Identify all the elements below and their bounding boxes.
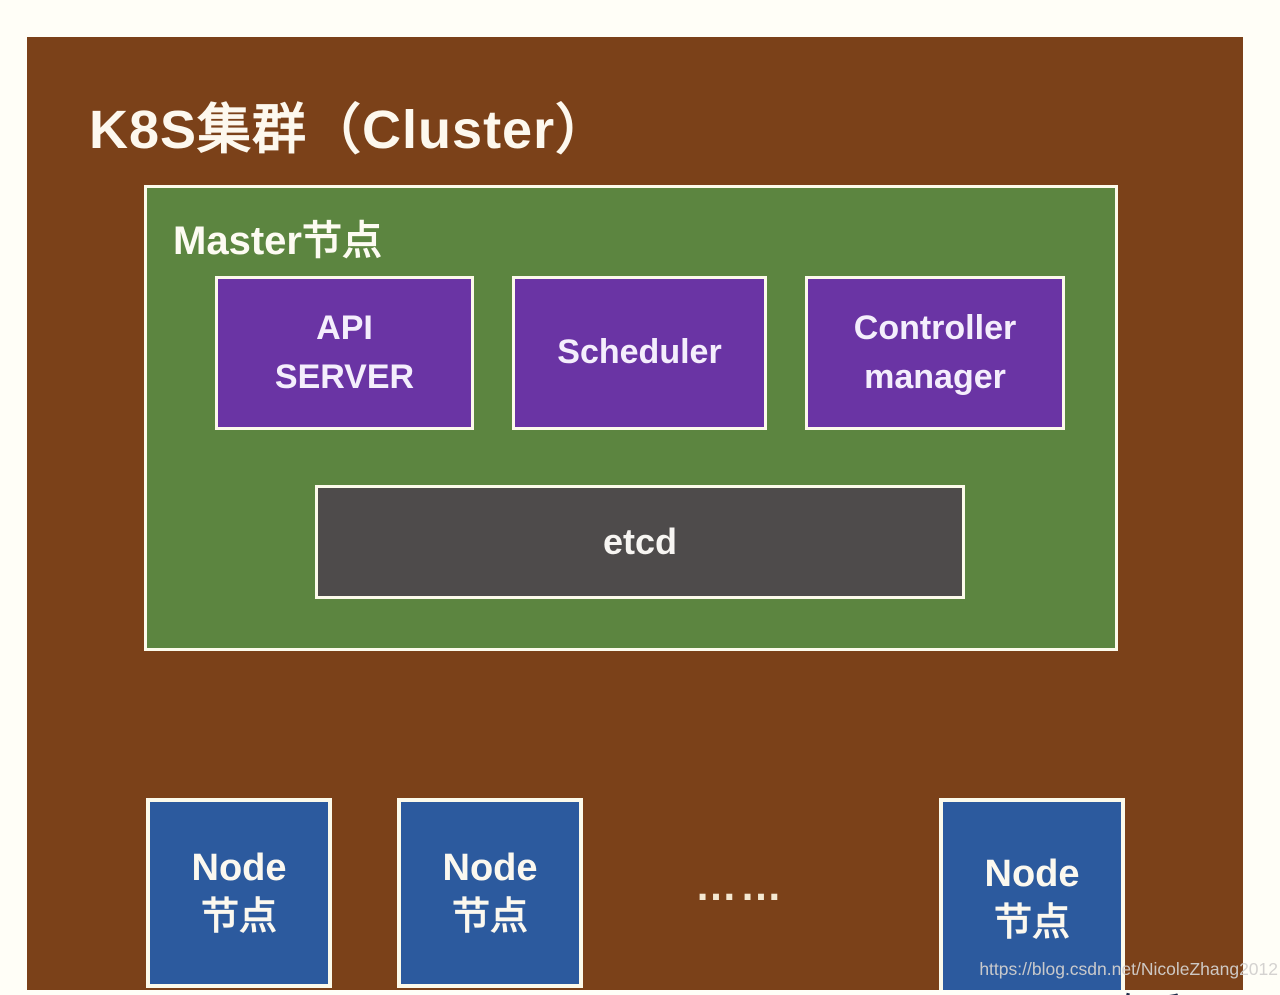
node-3-label: Node 节点 xyxy=(984,852,1080,944)
api-server-box: API SERVER xyxy=(215,276,474,430)
clipped-bottom-watermark-text: 知乎 @ xyxy=(1122,993,1220,995)
node-box-1: Node 节点 xyxy=(146,798,332,988)
node-box-3: Node 节点 xyxy=(939,798,1125,990)
node-2-label: Node 节点 xyxy=(442,846,538,938)
master-node-container: Master节点 API SERVER Scheduler Controller… xyxy=(144,185,1118,651)
etcd-box: etcd xyxy=(315,485,965,599)
etcd-label: etcd xyxy=(602,521,678,562)
controller-manager-label: Controller manager xyxy=(853,308,1017,396)
master-node-label: Master节点 xyxy=(173,219,382,263)
clipped-bottom-watermark: 知乎 @ xyxy=(1122,984,1220,995)
more-nodes-ellipsis: …… xyxy=(695,862,785,909)
node-1-label: Node 节点 xyxy=(191,846,287,938)
scheduler-label: Scheduler xyxy=(557,333,722,372)
diagram-title: K8S集群（Cluster） xyxy=(89,100,611,160)
api-server-label: API SERVER xyxy=(274,308,415,396)
csdn-watermark: https://blog.csdn.net/NicoleZhang2012 xyxy=(979,959,1278,979)
diagram-canvas: K8S集群（Cluster） Master节点 API SERVER Sched… xyxy=(27,37,1243,990)
controller-manager-box: Controller manager xyxy=(805,276,1065,430)
scheduler-box: Scheduler xyxy=(512,276,767,430)
node-box-2: Node 节点 xyxy=(397,798,583,988)
